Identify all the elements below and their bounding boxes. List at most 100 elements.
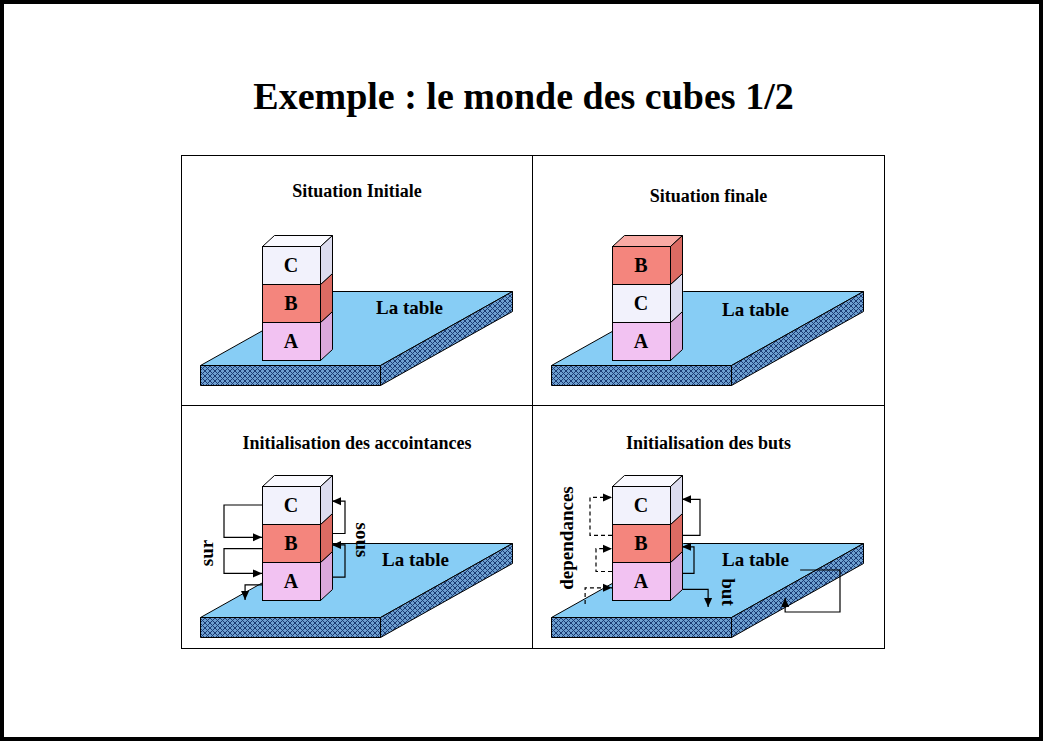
arrowhead (704, 598, 712, 607)
cube-face (613, 323, 671, 361)
table-face (381, 544, 513, 638)
arrowhead (682, 543, 691, 551)
cube-letter: B (262, 284, 320, 322)
cube-letter: A (612, 322, 670, 360)
cube-face (263, 323, 321, 361)
cube-face (263, 312, 333, 323)
cube-block: B (262, 524, 332, 562)
connector (224, 549, 262, 578)
arrowhead (603, 584, 612, 592)
cube-face (263, 285, 321, 323)
cube-face (613, 274, 683, 285)
table-label: La table (722, 549, 789, 571)
table-face (552, 618, 732, 638)
cube-letter: B (262, 524, 320, 562)
cube-face (263, 274, 333, 285)
cube-block: B (612, 524, 682, 562)
cube-face (613, 247, 671, 285)
connector-line (245, 585, 262, 600)
cube-block: A (612, 322, 682, 360)
panel-heading: Situation finale (533, 185, 884, 207)
table-drawing (200, 291, 514, 387)
cube-letter: A (262, 562, 320, 600)
table-drawing (551, 291, 865, 387)
edge-label: but (717, 578, 737, 605)
cube-face (263, 563, 321, 601)
edge-label: sur (197, 540, 217, 566)
arrowhead (332, 497, 341, 505)
table-face (552, 366, 732, 386)
connector-line (332, 501, 345, 533)
cube-letter: C (262, 486, 320, 524)
cube-block: A (612, 562, 682, 600)
connector (682, 589, 712, 607)
cube-block: C (262, 486, 332, 524)
connector-line (585, 588, 612, 604)
table-slab: La table (200, 291, 513, 386)
cube-face (613, 525, 671, 563)
cube-letter: A (262, 322, 320, 360)
connector (682, 495, 700, 535)
connector (224, 505, 262, 541)
table-slab: La table (551, 291, 864, 386)
connector-line (682, 589, 708, 607)
cube-face (613, 563, 671, 601)
cube-block: A (262, 322, 332, 360)
cube-face (613, 514, 683, 525)
cube-face (613, 487, 671, 525)
connector (781, 570, 840, 612)
table-label: La table (382, 549, 449, 571)
connector-line (590, 497, 612, 535)
arrowhead (781, 598, 789, 607)
table-label: La table (722, 299, 789, 321)
arrowhead (253, 569, 262, 577)
connector-line (596, 549, 612, 572)
arrowhead (332, 541, 341, 549)
arrowhead (241, 591, 249, 600)
cube-face (613, 312, 683, 323)
cube-letter: A (612, 562, 670, 600)
cube-block: C (612, 284, 682, 322)
cube-block: C (262, 246, 332, 284)
table-drawing (551, 543, 865, 639)
arrowhead (253, 533, 262, 541)
panel-cell: Initialisation des butsCBA La table (532, 405, 885, 649)
connector-line (682, 499, 700, 535)
table-slab: La table (551, 543, 864, 638)
panel-heading: Initialisation des buts (533, 432, 884, 454)
cube-block: B (262, 284, 332, 322)
cube-face (263, 514, 333, 525)
connector-line (332, 545, 345, 577)
table-face (201, 618, 381, 638)
cube-face (613, 285, 671, 323)
connector-line (224, 549, 262, 574)
edge-label: sous (352, 523, 372, 558)
cube-face (263, 552, 333, 563)
panel-cell: Situation finaleBCA La table (532, 155, 885, 406)
cube-face (613, 552, 683, 563)
table-face (201, 366, 381, 386)
cube-letter: B (612, 246, 670, 284)
connector (585, 584, 612, 604)
cube-letter: B (612, 524, 670, 562)
cube-letter: C (262, 246, 320, 284)
connector (590, 493, 612, 535)
panel-heading: Situation Initiale (182, 180, 532, 202)
connector-line (682, 547, 694, 574)
cube-block: C (612, 486, 682, 524)
cube-face (263, 525, 321, 563)
cube-block: B (612, 246, 682, 284)
arrowhead (603, 545, 612, 553)
panel-cell: Situation InitialeCBALa table (181, 155, 533, 406)
connector (332, 541, 345, 577)
cube-face (263, 247, 321, 285)
edge-label: dependances (556, 486, 576, 589)
connector-line (785, 570, 840, 612)
connector (332, 497, 345, 533)
panel-heading: Initialisation des accointances (182, 432, 532, 454)
cube-letter: C (612, 284, 670, 322)
arrowhead (682, 495, 691, 503)
cube-letter: C (612, 486, 670, 524)
cube-face (263, 487, 321, 525)
slide-title: Exemple : le monde des cubes 1/2 (0, 74, 1047, 118)
